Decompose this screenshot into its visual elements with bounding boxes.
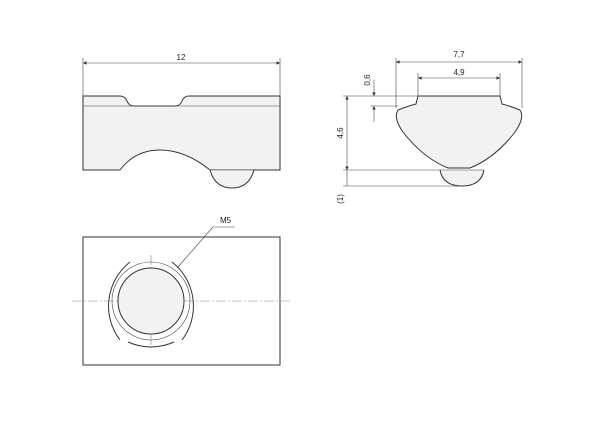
thread-label: M5	[220, 216, 232, 225]
dimension-label-inner-width: 4,9	[453, 68, 465, 77]
outer-ring-arc-left	[108, 261, 131, 341]
dimension-label-width: 12	[177, 53, 186, 62]
outer-ring-arc-bottom	[127, 341, 175, 348]
thread-hole	[117, 267, 185, 335]
dimension-label-lip: 0,6	[363, 74, 372, 86]
front-ball	[209, 169, 255, 189]
side-ball	[439, 169, 485, 187]
dimension-label-height: 4,6	[336, 127, 345, 139]
dimension-label-ball: (1)	[336, 194, 345, 204]
side-view: 7,7 4,9 0,6 4,6 (1)	[336, 50, 523, 204]
thread-leader-line	[176, 226, 214, 269]
front-view: 12	[82, 53, 281, 189]
top-view: M5	[72, 216, 290, 366]
dimension-label-side-width: 7,7	[453, 50, 465, 59]
front-body-outline	[82, 95, 281, 171]
side-body-outline	[395, 95, 523, 169]
thread-circle	[111, 261, 191, 341]
outer-ring-arc-right	[171, 261, 194, 341]
